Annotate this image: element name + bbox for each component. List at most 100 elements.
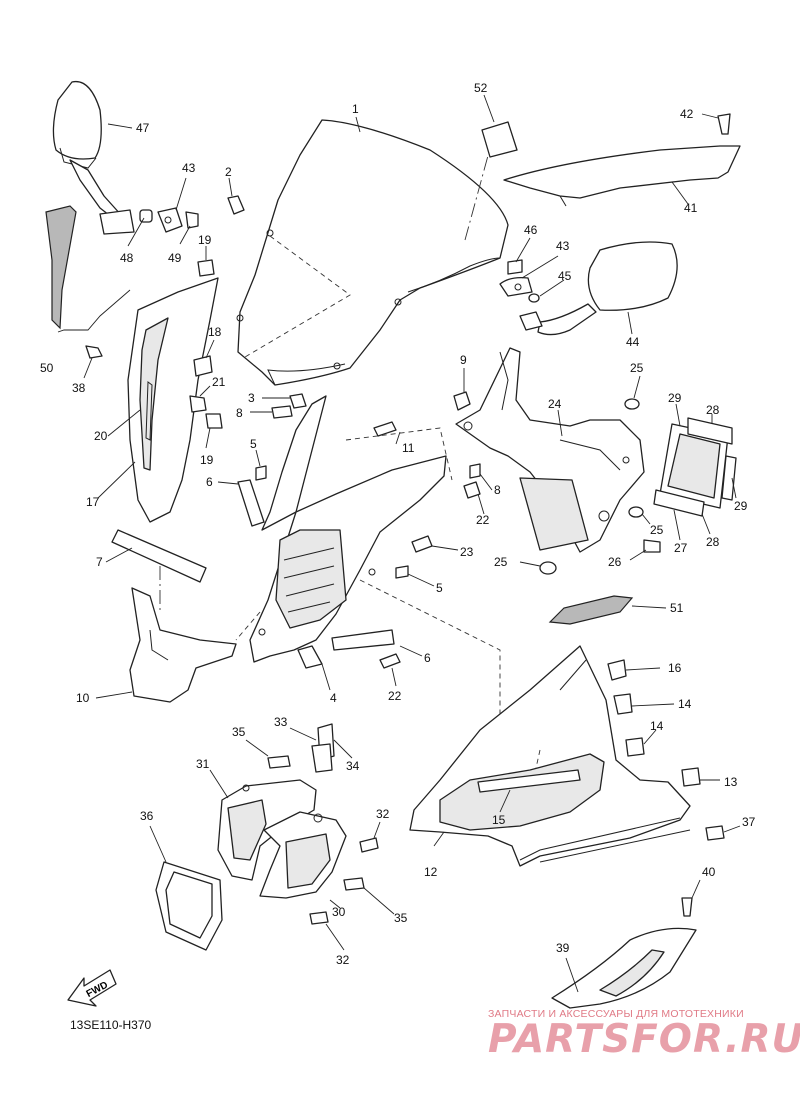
left-side-panel — [97, 277, 219, 523]
callout-43b: 43 — [556, 239, 570, 253]
callout-39: 39 — [556, 941, 570, 955]
callout-51: 51 — [670, 601, 684, 615]
callout-28a: 28 — [706, 403, 720, 417]
callout-22a: 22 — [476, 513, 490, 527]
front-lower-piece — [95, 529, 261, 703]
emblem-part — [548, 595, 667, 625]
grommets-25 — [519, 375, 651, 575]
fastener-9-part — [453, 368, 471, 411]
callout-48: 48 — [120, 251, 134, 265]
callout-17: 17 — [86, 495, 100, 509]
callout-6a: 6 — [206, 475, 213, 489]
callout-13: 13 — [724, 775, 738, 789]
callout-18: 18 — [208, 325, 222, 339]
callout-31: 31 — [196, 757, 210, 771]
callout-25c: 25 — [494, 555, 508, 569]
right-clips — [607, 659, 741, 841]
callout-5b: 5 — [436, 581, 443, 595]
callout-26: 26 — [608, 555, 622, 569]
callout-2: 2 — [225, 165, 232, 179]
callout-49: 49 — [168, 251, 182, 265]
callout-10: 10 — [76, 691, 90, 705]
callout-22b: 22 — [388, 689, 402, 703]
callout-3: 3 — [248, 391, 255, 405]
stay-bracket-part — [455, 347, 645, 553]
screw-38-part — [83, 345, 103, 379]
callout-25a: 25 — [630, 361, 644, 375]
callout-4: 4 — [330, 691, 337, 705]
callout-25b: 25 — [650, 523, 664, 537]
callout-6b: 6 — [424, 651, 431, 665]
callout-8b: 8 — [494, 483, 501, 497]
right-mirror-part — [499, 237, 678, 336]
callout-14a: 14 — [678, 697, 692, 711]
callout-20: 20 — [94, 429, 108, 443]
callout-33: 33 — [274, 715, 288, 729]
callout-14b: 14 — [650, 719, 664, 733]
inner-panel-part — [249, 395, 501, 760]
callout-23: 23 — [460, 545, 474, 559]
callout-12: 12 — [424, 865, 438, 879]
callout-8a: 8 — [236, 406, 243, 420]
watermark-caption: ЗАПЧАСТИ И АКСЕССУАРЫ ДЛЯ МОТОТЕХНИКИ — [488, 1008, 744, 1020]
callout-labels: 1 2 3 4 5 5 6 6 7 8 8 9 10 11 12 13 14 1… — [40, 81, 756, 967]
callout-32b: 32 — [336, 953, 350, 967]
callout-35b: 35 — [394, 911, 408, 925]
callout-15: 15 — [492, 813, 506, 827]
callout-27: 27 — [674, 541, 688, 555]
diagram-code: 13SE110-H370 — [70, 1018, 152, 1032]
callout-21: 21 — [212, 375, 226, 389]
mirror-fittings-left — [127, 177, 199, 247]
screw-2-part — [227, 177, 245, 215]
callout-1: 1 — [352, 102, 359, 116]
callout-30: 30 — [332, 905, 346, 919]
callout-29a: 29 — [668, 391, 682, 405]
callout-35a: 35 — [232, 725, 246, 739]
screw-11-part — [373, 421, 401, 445]
callout-47: 47 — [136, 121, 150, 135]
callout-5a: 5 — [250, 437, 257, 451]
callout-41: 41 — [684, 201, 698, 215]
small-fittings-left — [189, 339, 223, 449]
callout-50: 50 — [40, 361, 54, 375]
windshield-part — [236, 116, 509, 386]
callout-24: 24 — [548, 397, 562, 411]
watermark-brand: PARTSFOR.RU — [488, 1017, 800, 1062]
callout-7: 7 — [96, 555, 103, 569]
air-duct-part — [653, 403, 737, 541]
callout-36: 36 — [140, 809, 154, 823]
stripe-part — [45, 205, 131, 333]
callout-9: 9 — [460, 353, 467, 367]
callout-29b: 29 — [734, 499, 748, 513]
small-fittings-center — [250, 393, 307, 419]
callout-37: 37 — [742, 815, 756, 829]
callout-40: 40 — [702, 865, 716, 879]
sticker-part — [481, 94, 518, 158]
callout-34: 34 — [346, 759, 360, 773]
callout-52: 52 — [474, 81, 488, 95]
callout-43a: 43 — [182, 161, 196, 175]
forward-arrow-icon: FWD — [67, 969, 117, 1007]
fit-pieces — [217, 449, 267, 527]
callout-45: 45 — [558, 269, 572, 283]
callout-42: 42 — [680, 107, 694, 121]
right-small-parts — [331, 463, 493, 687]
left-mirror-part — [52, 80, 135, 235]
callout-19b: 19 — [200, 453, 214, 467]
callout-32a: 32 — [376, 807, 390, 821]
callout-11: 11 — [402, 441, 415, 455]
callout-28b: 28 — [706, 535, 720, 549]
screw-26-part — [629, 539, 661, 561]
callout-16: 16 — [668, 661, 682, 675]
main-side-fairing — [409, 645, 691, 867]
lower-left-assembly — [209, 723, 395, 951]
callout-44: 44 — [626, 335, 640, 349]
callout-46: 46 — [524, 223, 538, 237]
intake-frame-part — [149, 825, 223, 951]
clip-19-part — [197, 246, 215, 277]
lower-cover-part — [551, 879, 701, 1009]
upper-cover-part — [503, 113, 741, 207]
callout-38: 38 — [72, 381, 86, 395]
